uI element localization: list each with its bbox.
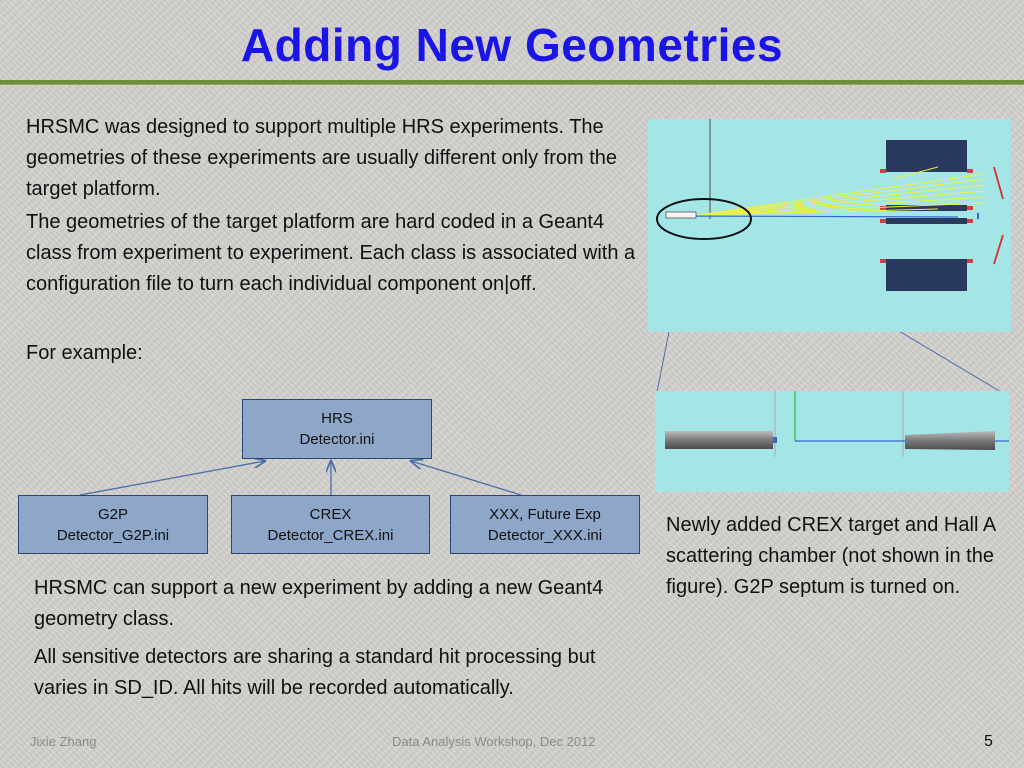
hrs-detector-config-box: HRS Detector.ini	[242, 399, 432, 459]
figure-caption: Newly added CREX target and Hall A scatt…	[666, 514, 996, 598]
g2p-config-box: G2P Detector_G2P.ini	[18, 495, 208, 554]
simulation-overview-figure	[648, 119, 1011, 332]
example-label: For example:	[26, 342, 143, 364]
box-line-1: CREX	[309, 505, 352, 523]
box-line-2: Detector_XXX.ini	[487, 526, 603, 544]
target-cell-upstream	[665, 431, 773, 449]
arrow-xxx-to-hrs	[411, 461, 522, 496]
target-zoom-figure	[655, 391, 1009, 492]
septum-block-middle-lower	[886, 218, 967, 224]
target-highlight-ellipse	[656, 198, 752, 240]
box-line-1: G2P	[97, 505, 128, 523]
sensitive-detectors-paragraph: All sensitive detectors are sharing a st…	[34, 646, 596, 699]
extension-paragraph: HRSMC can support a new experiment by ad…	[34, 577, 604, 630]
box-line-2: Detector_G2P.ini	[56, 526, 170, 544]
detector-plane-lower	[993, 234, 1004, 265]
arrow-g2p-to-hrs	[79, 461, 265, 496]
detector-plane-upper	[993, 166, 1004, 200]
slide-title: Adding New Geometries	[240, 19, 784, 71]
intro-paragraph: HRSMC was designed to support multiple H…	[26, 116, 618, 200]
page-number: 5	[984, 733, 993, 750]
target-cell-downstream	[905, 431, 995, 450]
geometry-paragraph: The geometries of the target platform ar…	[26, 211, 636, 295]
box-line-2: Detector_CREX.ini	[267, 526, 394, 544]
crex-config-box: CREX Detector_CREX.ini	[231, 495, 430, 554]
box-line-1: XXX, Future Exp	[489, 505, 601, 523]
future-exp-config-box: XXX, Future Exp Detector_XXX.ini	[450, 495, 640, 554]
target-cell	[665, 211, 697, 219]
box-line-1: HRS	[321, 410, 353, 427]
footer-author: Jixie Zhang	[30, 734, 97, 749]
footer-event: Data Analysis Workshop, Dec 2012	[392, 734, 596, 749]
title-divider	[0, 80, 1024, 85]
septum-block-bottom	[886, 259, 967, 291]
septum-block-top	[886, 140, 967, 172]
box-line-2: Detector.ini	[299, 431, 375, 448]
septum-block-middle-upper	[886, 205, 967, 211]
